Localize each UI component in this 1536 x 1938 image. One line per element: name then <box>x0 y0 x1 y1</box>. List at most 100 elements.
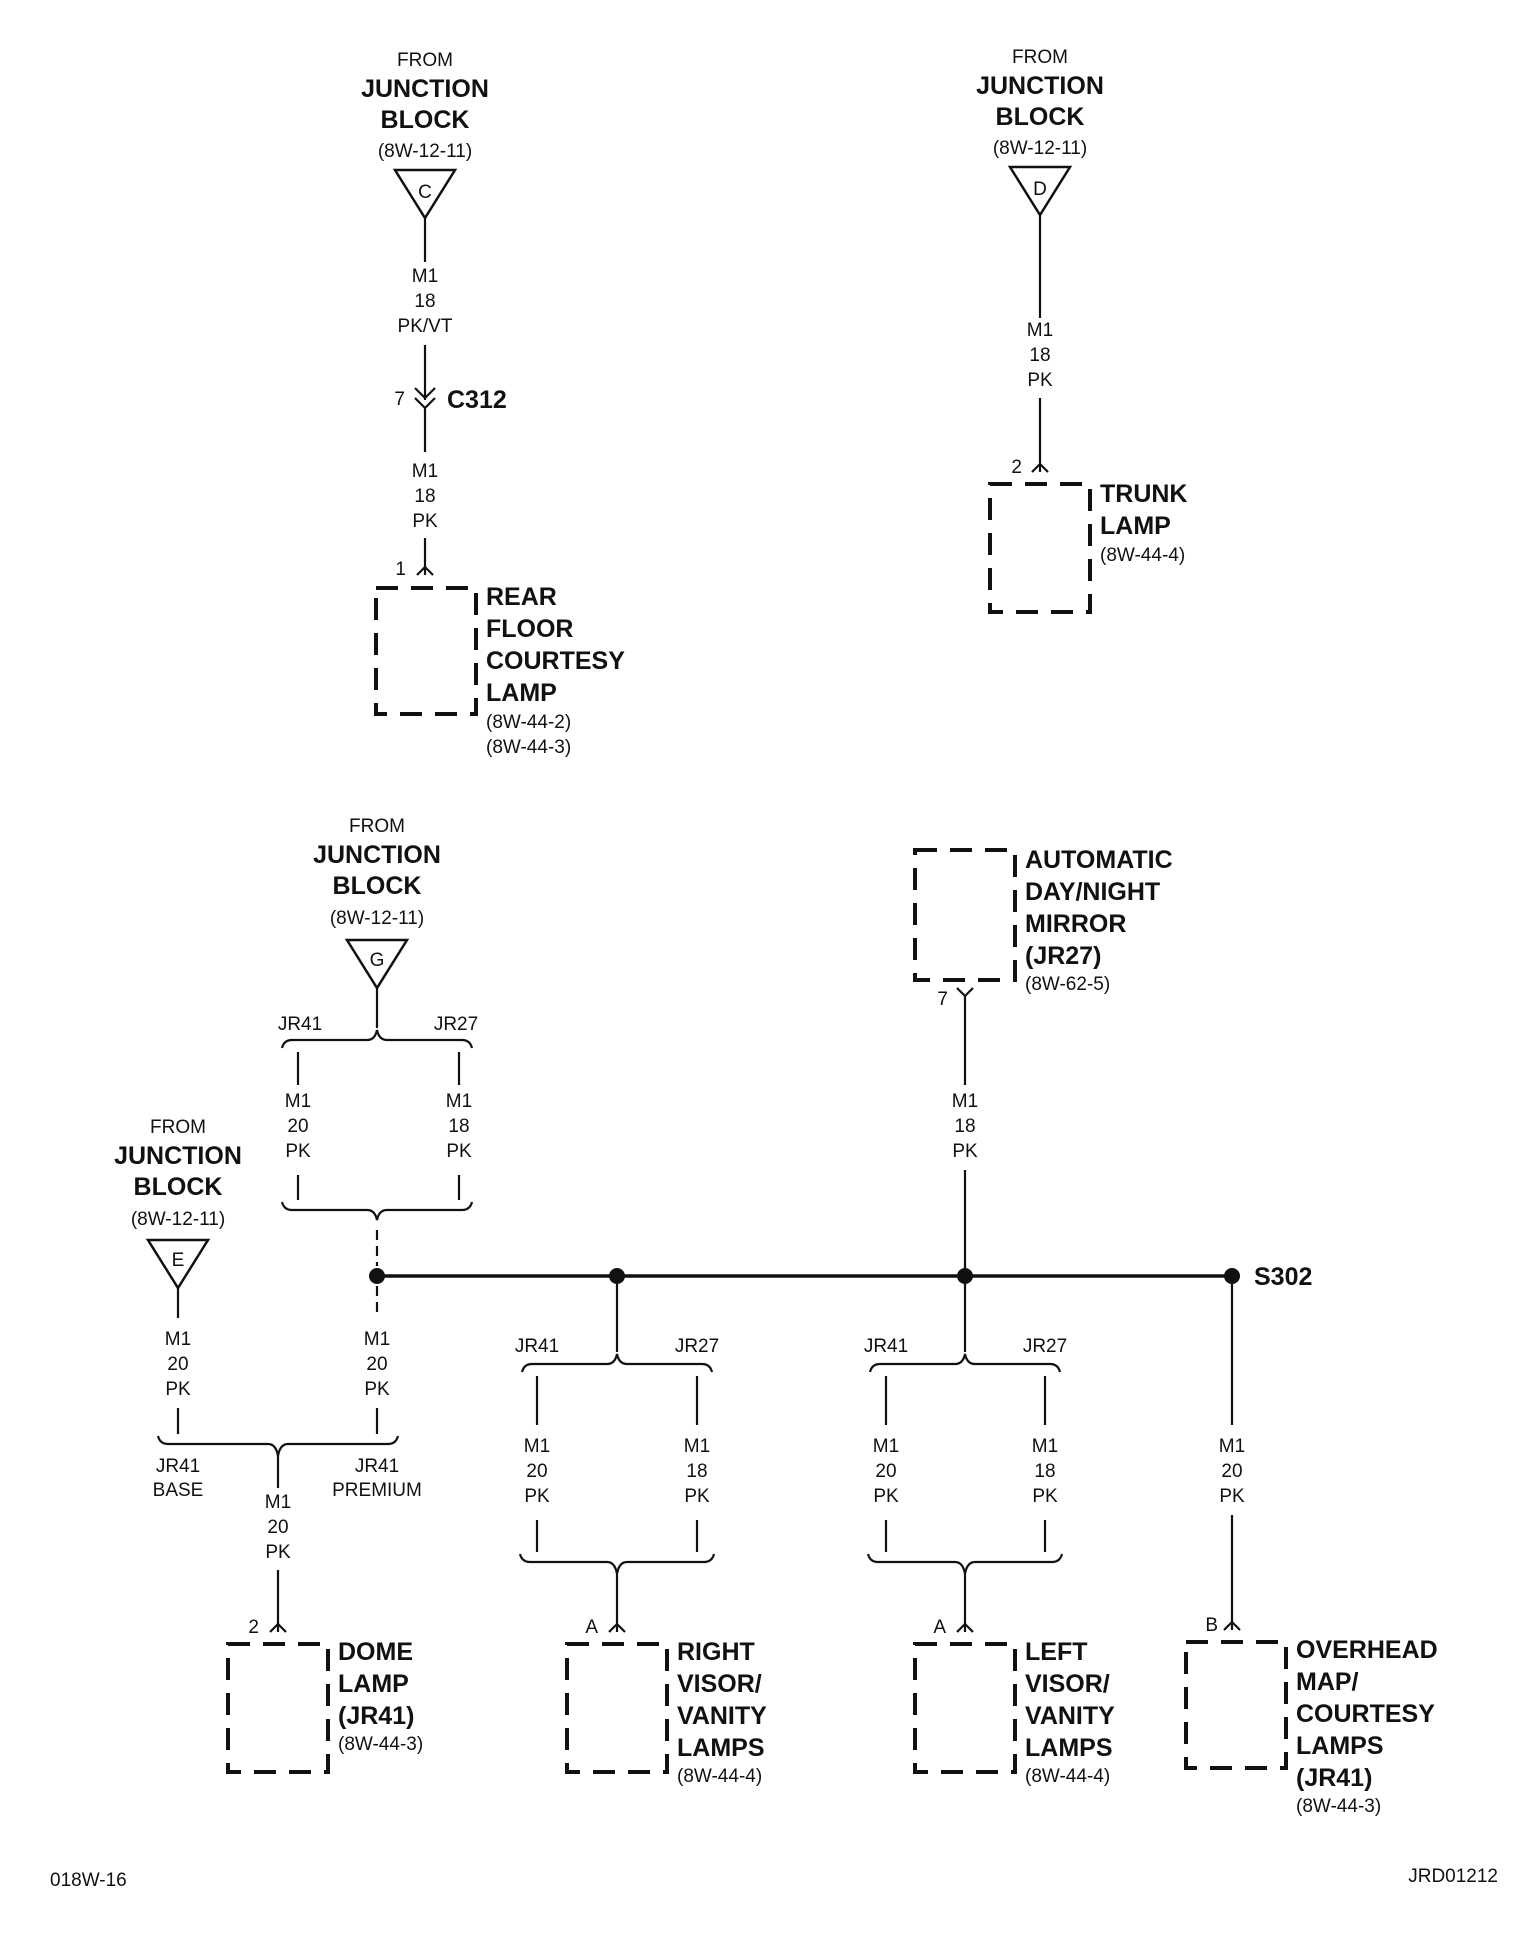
component-name: COURTESY <box>486 647 625 675</box>
wire-label: M1 18 PK <box>952 1091 978 1162</box>
splice-node <box>1224 1268 1240 1284</box>
wire-label: M1 20 PK <box>165 1329 191 1400</box>
svg-text:20: 20 <box>1221 1461 1242 1482</box>
splice-node <box>957 1268 973 1284</box>
option-merge-brace <box>280 1201 474 1221</box>
block-label: BLOCK <box>996 103 1085 131</box>
component-name: FLOOR <box>486 615 574 643</box>
footer-figure-id: 018W-16 <box>50 1870 127 1891</box>
svg-text:18: 18 <box>448 1116 469 1137</box>
component-name: MAP/ <box>1296 1668 1359 1696</box>
pin-label: 1 <box>395 559 406 580</box>
option-label-jr27: JR27 <box>434 1014 478 1035</box>
junction-block-ref: (8W-12-11) <box>993 138 1087 159</box>
component-ref: (8W-62-5) <box>1025 974 1110 995</box>
component-name: LEFT <box>1025 1638 1088 1666</box>
footer-drawing-id: JRD01212 <box>1408 1866 1498 1887</box>
source-letter: G <box>370 950 385 971</box>
option-label-jr41: JR41 <box>278 1014 322 1035</box>
svg-text:20: 20 <box>366 1354 387 1375</box>
svg-text:M1: M1 <box>412 266 438 287</box>
connector-c312: 7 C312 <box>394 386 506 414</box>
source-triangle-icon <box>145 1238 211 1291</box>
pin-terminal-icon <box>416 565 434 576</box>
component-ref: (8W-44-2) <box>486 712 571 733</box>
junction-block-ref: (8W-12-11) <box>131 1209 225 1230</box>
source-triangle-icon <box>344 938 410 991</box>
source-letter: E <box>172 1250 185 1271</box>
option-split-brace <box>280 1029 474 1049</box>
component-name: VISOR/ <box>677 1670 762 1698</box>
option-label-jr27: JR27 <box>675 1336 719 1357</box>
svg-text:M1: M1 <box>1027 320 1053 341</box>
component-name: (JR27) <box>1025 942 1101 970</box>
from-label: FROM <box>397 50 453 71</box>
pin-label: 7 <box>937 989 948 1010</box>
component-name: (JR41) <box>1296 1764 1372 1792</box>
component-name: VANITY <box>1025 1702 1115 1730</box>
option-label-jr41: JR41 <box>864 1336 908 1357</box>
right-visor-vanity-lamps: A RIGHT VISOR/ VANITY LAMPS (8W-44-4) <box>565 1617 767 1787</box>
wire-label: M1 20 PK <box>364 1329 390 1400</box>
svg-text:M1: M1 <box>1219 1436 1245 1457</box>
wire-label: M1 20 PK <box>524 1436 550 1507</box>
from-label: FROM <box>1012 47 1068 68</box>
svg-text:PK: PK <box>524 1486 550 1507</box>
option-merge-brace <box>156 1435 400 1457</box>
option-split-brace <box>520 1353 714 1373</box>
block-label: BLOCK <box>333 872 422 900</box>
component-name: RIGHT <box>677 1638 755 1666</box>
trunk-lamp: 2 TRUNK LAMP (8W-44-4) <box>988 457 1188 614</box>
component-name: REAR <box>486 583 557 611</box>
svg-text:18: 18 <box>414 486 435 507</box>
svg-text:M1: M1 <box>412 461 438 482</box>
wire-label: M1 18 PK <box>1032 1436 1058 1507</box>
svg-text:20: 20 <box>267 1517 288 1538</box>
svg-text:M1: M1 <box>285 1091 311 1112</box>
svg-text:M1: M1 <box>524 1436 550 1457</box>
svg-text:18: 18 <box>1034 1461 1055 1482</box>
svg-text:20: 20 <box>875 1461 896 1482</box>
component-name: COURTESY <box>1296 1700 1435 1728</box>
option-label-jr41: JR41 <box>355 1456 399 1477</box>
wire-label: M1 18 PK <box>1027 320 1053 391</box>
component-ref: (8W-44-3) <box>1296 1796 1381 1817</box>
svg-text:18: 18 <box>954 1116 975 1137</box>
wire-label: M1 20 PK <box>265 1492 291 1563</box>
wire-label: M1 20 PK <box>285 1091 311 1162</box>
svg-text:PK/VT: PK/VT <box>398 316 453 337</box>
pin-terminal-icon <box>608 1622 626 1633</box>
svg-text:M1: M1 <box>165 1329 191 1350</box>
svg-text:PK: PK <box>1027 370 1053 391</box>
pin-terminal-icon <box>1031 462 1049 473</box>
svg-text:M1: M1 <box>1032 1436 1058 1457</box>
overhead-map-courtesy-lamps: B OVERHEAD MAP/ COURTESY LAMPS (JR41) (8… <box>1184 1615 1438 1817</box>
svg-text:M1: M1 <box>873 1436 899 1457</box>
svg-text:PK: PK <box>1219 1486 1245 1507</box>
block-label: BLOCK <box>381 106 470 134</box>
component-name: MIRROR <box>1025 910 1126 938</box>
wire-label: M1 20 PK <box>1219 1436 1245 1507</box>
component-name: LAMPS <box>1296 1732 1384 1760</box>
component-name: OVERHEAD <box>1296 1636 1438 1664</box>
svg-text:18: 18 <box>686 1461 707 1482</box>
wire-label: M1 18 PK/VT <box>398 266 453 337</box>
from-label: FROM <box>349 816 405 837</box>
svg-text:PK: PK <box>165 1379 191 1400</box>
component-ref: (8W-44-3) <box>486 737 571 758</box>
junction-block-ref: (8W-12-11) <box>330 908 424 929</box>
pin-label: 2 <box>1011 457 1022 478</box>
component-ref: (8W-44-4) <box>1100 545 1185 566</box>
svg-text:M1: M1 <box>446 1091 472 1112</box>
option-merge-brace <box>518 1553 716 1575</box>
option-label-jr41: JR41 <box>515 1336 559 1357</box>
pin-terminal-icon <box>956 1622 974 1633</box>
option-label-jr41: JR41 <box>156 1456 200 1477</box>
source-triangle-icon <box>1007 165 1073 218</box>
pin-terminal-icon <box>269 1622 287 1633</box>
component-name: DOME <box>338 1638 413 1666</box>
component-name: VISOR/ <box>1025 1670 1110 1698</box>
option-label-premium: PREMIUM <box>332 1480 422 1501</box>
svg-text:PK: PK <box>265 1542 291 1563</box>
